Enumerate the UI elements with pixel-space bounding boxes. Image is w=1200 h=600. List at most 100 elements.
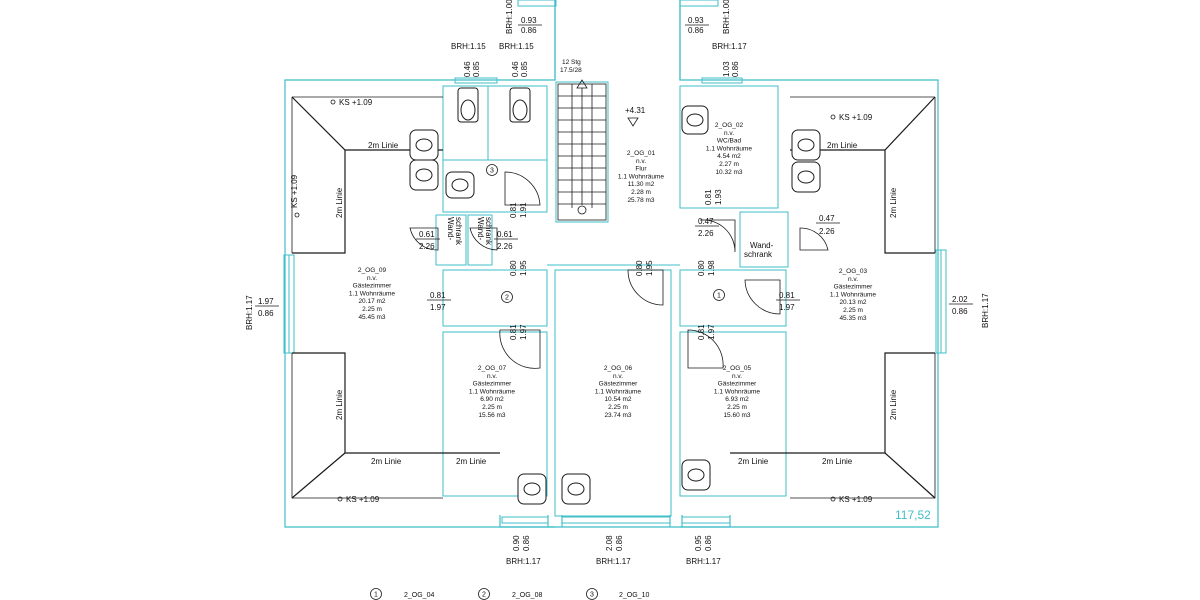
ks-label: KS +1.09 [290,174,299,208]
room-stamp-line: 15.56 m3 [478,412,505,419]
dim-label: 0.61 [419,230,435,239]
room-stamp-line: 1.1 Wohnräume [706,145,753,152]
level-label: +4.31 [625,106,646,115]
room-stamp-line: 1.1 Wohnräume [349,290,396,297]
room-stamp-line: n.v. [724,130,734,137]
dim-label: 0.61 [497,230,513,239]
room-stamp-line: n.v. [636,158,646,165]
room-stamp-line: 25.78 m3 [627,197,654,204]
dim-label: 0.86 [952,307,968,316]
room-stamp-line: n.v. [367,275,377,282]
dim-label: 0.81 [697,324,706,340]
dim-label: 0.95 [694,535,703,551]
brh-label: BRH:1.17 [686,557,721,566]
room-stamp-line: Gästezimmer [473,381,512,388]
room-stamp-line: 4.54 m2 [717,153,741,160]
legend-text: 2_OG_08 [512,592,542,599]
stair-ratio: 17.5/28 [560,67,582,74]
room-stamp-line: 1.1 Wohnräume [469,388,516,395]
ks-label: KS +1.09 [839,113,873,122]
room-stamp-line: 10.32 m3 [715,169,742,176]
dim-label: 0.86 [704,535,713,551]
dim-label: 0.80 [509,260,518,276]
dim-label: 0.85 [520,61,529,77]
room-stamp-line: 10.54 m2 [604,396,631,403]
ks-label: KS +1.09 [839,495,873,504]
room-stamp-line: WC/Bad [717,138,742,145]
dim-label: 0.80 [635,260,644,276]
dim-label: 2.26 [698,229,714,238]
wandschrank-label: Wand- [446,217,455,241]
room-stamp-line: 2_OG_03 [839,268,868,275]
legend-number: 1 [374,592,378,599]
brh-labels: BRH:1.00 BRH:1.00 BRH:1.15 BRH:1.15 BRH:… [245,0,990,566]
room-stamp-line: n.v. [487,373,497,380]
slope-lines [291,96,936,499]
room-stamp-line: Gästezimmer [353,283,392,290]
room-stamp-line: n.v. [848,276,858,283]
dim-label: 0.90 [512,535,521,551]
room-outlines [435,81,789,517]
dim-label: 0.81 [509,202,518,218]
room-stamp-line: 1.1 Wohnräume [714,388,761,395]
room-stamp-line: Flur [635,166,647,173]
brh-label: BRH:1.17 [506,557,541,566]
room-stamp-line: 20.13 m2 [839,299,866,306]
dim-label: 2.26 [819,227,835,236]
room-stamp-line: 2.27 m [719,161,739,168]
room-stamp-line: 6.90 m2 [480,396,504,403]
dim-label: 0.81 [704,189,713,205]
room-stamp-line: 2_OG_07 [478,365,507,372]
dim-label: 2.26 [497,242,513,251]
room-stamp-line: 2_OG_09 [358,267,387,274]
legend: 1 2_OG_04 2 2_OG_08 3 2_OG_10 [370,588,649,600]
room-stamp-line: 1.1 Wohnräume [618,173,665,180]
linie-label: 2m Linie [335,187,344,218]
linie-label: 2m Linie [822,457,853,466]
brh-label: BRH:1.15 [499,42,534,51]
dim-label: 0.86 [522,535,531,551]
marker-number: 1 [717,293,721,300]
linie-label: 2m Linie [827,141,858,150]
dim-label: 0.86 [521,26,537,35]
marker-circle [713,289,725,301]
room-stamp-line: 45.35 m3 [839,315,866,322]
dim-label: 1.97 [519,324,528,340]
dim-label: 0.81 [509,324,518,340]
brh-label: BRH:1.17 [245,295,254,330]
dim-label: 2.26 [419,242,435,251]
legend-text: 2_OG_04 [404,592,434,599]
room-stamp-line: 20.17 m2 [358,298,385,305]
room-stamp-line: n.v. [613,373,623,380]
room-stamp-line: 45.45 m3 [358,314,385,321]
building-outline [283,0,947,528]
dim-label: 0.81 [779,291,795,300]
dim-label: 0.47 [819,214,835,223]
dim-label: 0.86 [731,61,740,77]
dim-label: 1.03 [722,61,731,77]
ks-labels: KS +1.09 KS +1.09 KS +1.09 KS +1.09 KS +… [290,98,873,504]
dim-label: 1.95 [645,260,654,276]
room-stamp-line: Gästezimmer [718,381,757,388]
room-stamp-line: 2.25 m [727,404,747,411]
dim-label: 0.86 [258,309,274,318]
room-stamp-line: 6.93 m2 [725,396,749,403]
room-stamp-line: 2_OG_02 [715,122,744,129]
dim-label: 1.95 [519,260,528,276]
dim-label: 0.85 [472,61,481,77]
doors [409,171,829,369]
brh-label: BRH:1.17 [981,293,990,328]
room-stamp-line: 2.25 m [608,404,628,411]
dim-label: 0.46 [463,61,472,77]
brh-label: BRH:1.00 [505,0,514,34]
room-stamp-line: 23.74 m3 [604,412,631,419]
linie-label: 2m Linie [368,141,399,150]
room-stamp-line: Gästezimmer [834,284,873,291]
wandschrank-label: Wand- [476,217,485,241]
